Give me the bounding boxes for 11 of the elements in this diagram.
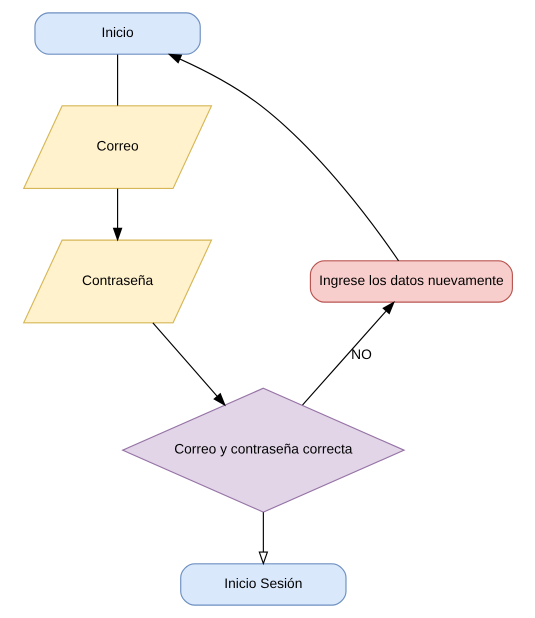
node-box: Inicio bbox=[34, 12, 200, 55]
node-box: Inicio Sesión bbox=[180, 563, 346, 606]
arrow bbox=[112, 188, 122, 242]
node-diamond: Correo y contraseña correcta bbox=[120, 388, 405, 513]
arrow bbox=[258, 512, 268, 566]
node-box: Ingrese los datos nuevamente bbox=[309, 260, 512, 303]
connector bbox=[116, 54, 118, 106]
arrow bbox=[167, 54, 399, 262]
arrow bbox=[152, 322, 226, 406]
edge-label: NO bbox=[350, 347, 372, 362]
arrow bbox=[302, 301, 394, 406]
